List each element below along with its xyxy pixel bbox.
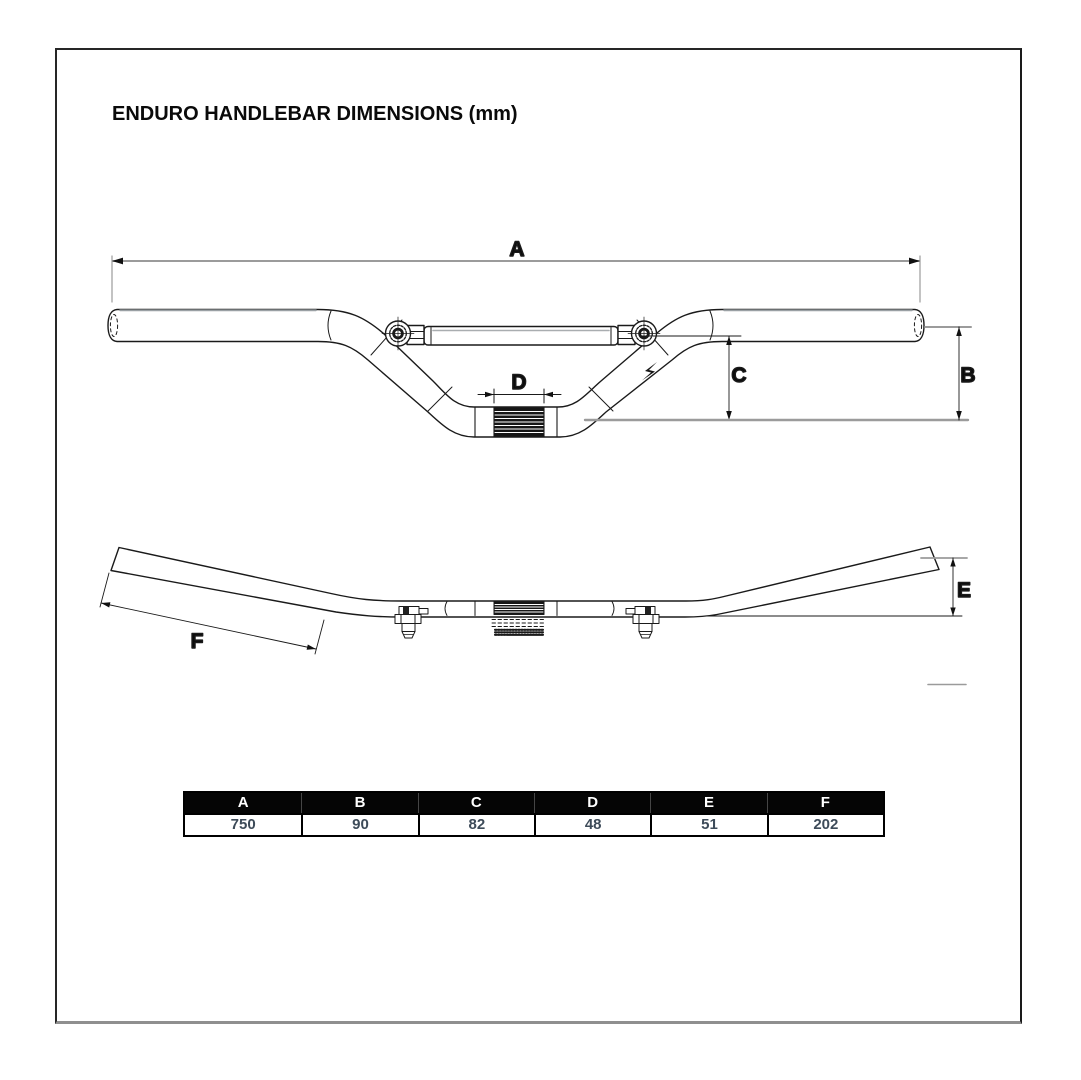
dimensions-table: A B C D E F 750 90 82 48 51 202 xyxy=(183,791,885,837)
clamp-hardware-left xyxy=(394,606,429,639)
knurl-top xyxy=(491,601,547,636)
dimensions-table-values: 750 90 82 48 51 202 xyxy=(183,815,885,837)
table-value-cell: 82 xyxy=(417,815,534,835)
table-value-cell: 750 xyxy=(230,816,256,833)
crossbar xyxy=(406,324,636,346)
dim-c: C xyxy=(639,335,747,421)
dim-a: A xyxy=(111,237,921,303)
arrowhead xyxy=(909,257,920,265)
dim-label-f: F xyxy=(191,630,204,653)
dim-label-d: D xyxy=(511,371,526,394)
table-value-cell: 90 xyxy=(301,815,417,835)
table-header-cell: B xyxy=(301,793,417,813)
page-title: ENDURO HANDLEBAR DIMENSIONS (mm) xyxy=(112,103,518,125)
dim-label-e: E xyxy=(957,579,971,602)
handlebar-front-outline xyxy=(107,308,925,438)
knurl-front xyxy=(493,406,545,438)
table-header-cell: A xyxy=(237,794,249,811)
dimensions-table-header: A B C D E F xyxy=(183,791,885,815)
drawing-frame xyxy=(55,48,1022,1024)
table-value-cell: 51 xyxy=(650,815,766,835)
front-view: A xyxy=(107,237,976,438)
crossbar-clamp-right xyxy=(627,316,661,351)
right-bar-end-cap xyxy=(913,314,923,337)
dim-label-a: A xyxy=(509,238,524,261)
brand-logo-icon xyxy=(642,362,657,381)
dim-f: F xyxy=(99,572,325,655)
arrowhead xyxy=(112,257,123,265)
handlebar-top-outline xyxy=(110,546,940,618)
top-view: F E xyxy=(99,546,972,686)
dim-label-c: C xyxy=(731,364,746,387)
clamp-hardware-right xyxy=(625,606,660,639)
dim-d: D xyxy=(477,370,562,404)
table-header-cell: F xyxy=(766,793,883,813)
crossbar-clamp-left xyxy=(381,316,415,351)
table-header-cell: E xyxy=(650,793,766,813)
table-value-cell: 202 xyxy=(766,815,883,835)
dim-label-b: B xyxy=(960,364,975,387)
table-header-cell: D xyxy=(534,793,650,813)
table-header-cell: C xyxy=(417,793,534,813)
left-bar-end-cap xyxy=(109,314,119,337)
table-value-cell: 48 xyxy=(534,815,650,835)
dim-e: E xyxy=(920,557,972,617)
dim-b: B xyxy=(924,326,976,421)
